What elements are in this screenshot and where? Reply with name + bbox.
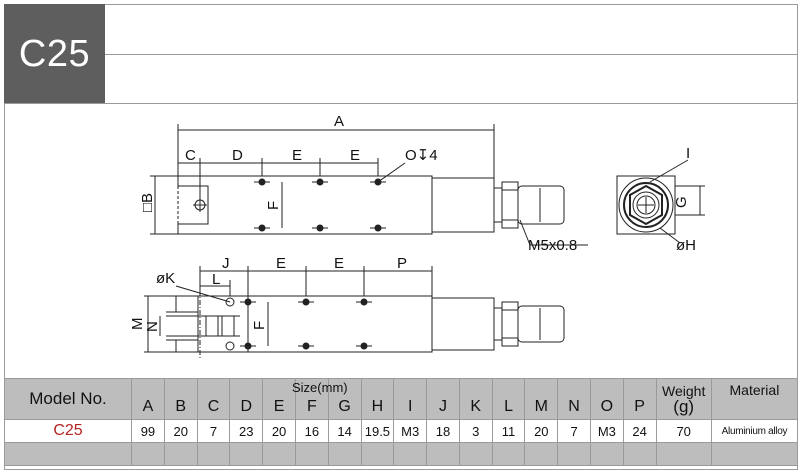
table-cell: 99 xyxy=(131,419,165,443)
dim-label-h: øH xyxy=(676,237,696,254)
col-header: D xyxy=(229,378,264,420)
dim-label-f-side: F xyxy=(251,321,268,330)
top-view-body xyxy=(177,175,433,235)
dim-label-e1: E xyxy=(292,147,302,164)
weight-header-label: Weight xyxy=(662,383,706,399)
material-header: Material xyxy=(710,378,799,420)
dim-label-e3: E xyxy=(276,255,286,272)
col-header: J xyxy=(426,378,460,420)
table-cell: 20 xyxy=(524,419,559,443)
table-cell: 11 xyxy=(491,419,526,443)
table-cell: M3 xyxy=(393,419,428,443)
col-header: N xyxy=(557,378,591,420)
weight-header-unit: (g) xyxy=(673,397,695,416)
weight-header: Weight (g) xyxy=(655,378,712,420)
dim-label-l: L xyxy=(212,271,220,288)
side-view-tube xyxy=(431,297,495,351)
model-title: C25 xyxy=(4,4,105,104)
dim-label-b: □B xyxy=(139,193,156,212)
side-view-push-fitting xyxy=(517,305,565,343)
col-header: H xyxy=(360,378,395,420)
header-divider xyxy=(105,54,798,55)
col-header: P xyxy=(622,378,657,420)
model-no-header: Model No. xyxy=(3,378,133,420)
top-view-hex-nut xyxy=(501,181,519,229)
table-cell: 7 xyxy=(557,419,591,443)
row-material: Aluminium alloy xyxy=(710,419,799,443)
top-view-push-fitting xyxy=(517,185,565,225)
end-view-hex xyxy=(629,184,663,226)
col-header: C xyxy=(196,378,231,420)
spec-sheet-frame xyxy=(4,4,798,470)
table-cell: 18 xyxy=(426,419,460,443)
col-header: O xyxy=(589,378,624,420)
dim-label-j: J xyxy=(222,255,230,272)
dim-label-n: N xyxy=(144,321,161,332)
table-cell: 20 xyxy=(163,419,198,443)
dim-label-e4: E xyxy=(334,255,344,272)
dim-label-o4: O↧4 xyxy=(405,147,438,164)
dim-label-a: A xyxy=(334,113,344,130)
table-cell: 7 xyxy=(196,419,231,443)
row-model: C25 xyxy=(3,419,133,443)
table-cell: 14 xyxy=(327,419,362,443)
top-view-tube xyxy=(431,177,495,233)
col-header: M xyxy=(524,378,559,420)
dim-label-i: I xyxy=(686,145,690,162)
table-cell: 16 xyxy=(294,419,329,443)
side-view-hex-nut xyxy=(501,301,519,347)
table-row: C25 99 20 7 23 20 16 14 19.5 M3 18 3 11 … xyxy=(3,419,799,443)
table-cell: 23 xyxy=(229,419,264,443)
table-cell: 19.5 xyxy=(360,419,395,443)
col-header: E xyxy=(262,378,296,420)
dim-label-m: M xyxy=(129,318,146,331)
table-cell: 3 xyxy=(458,419,493,443)
dim-label-k: øK xyxy=(156,270,175,287)
dim-label-g: G xyxy=(673,196,690,208)
row-weight: 70 xyxy=(655,419,712,443)
col-header: L xyxy=(491,378,526,420)
dim-label-p: P xyxy=(397,255,407,272)
dim-label-m5: M5x0.8 xyxy=(528,237,577,254)
table-cell: 24 xyxy=(622,419,657,443)
dim-label-c: C xyxy=(185,147,196,164)
dim-label-f-top: F xyxy=(265,201,282,210)
dim-label-d: D xyxy=(232,147,243,164)
size-header: Size(mm) xyxy=(292,380,348,395)
dimension-labels: A C D E E O↧4 □B F M5x0.8 I G øH øK J L … xyxy=(129,113,696,332)
dim-label-e2: E xyxy=(350,147,360,164)
table-cell: M3 xyxy=(589,419,624,443)
col-header: F xyxy=(294,378,329,420)
spec-table-header: Model No. A B C D E F G H I J K L M N O … xyxy=(3,378,799,420)
col-header: B xyxy=(163,378,198,420)
table-cell: 20 xyxy=(262,419,296,443)
col-header: K xyxy=(458,378,493,420)
col-header: I xyxy=(393,378,428,420)
end-view-outer-circle xyxy=(618,177,674,233)
col-header: A xyxy=(131,378,165,420)
header-bottom-line xyxy=(4,103,798,104)
empty-row xyxy=(3,442,799,466)
spec-table: Model No. A B C D E F G H I J K L M N O … xyxy=(3,378,799,466)
